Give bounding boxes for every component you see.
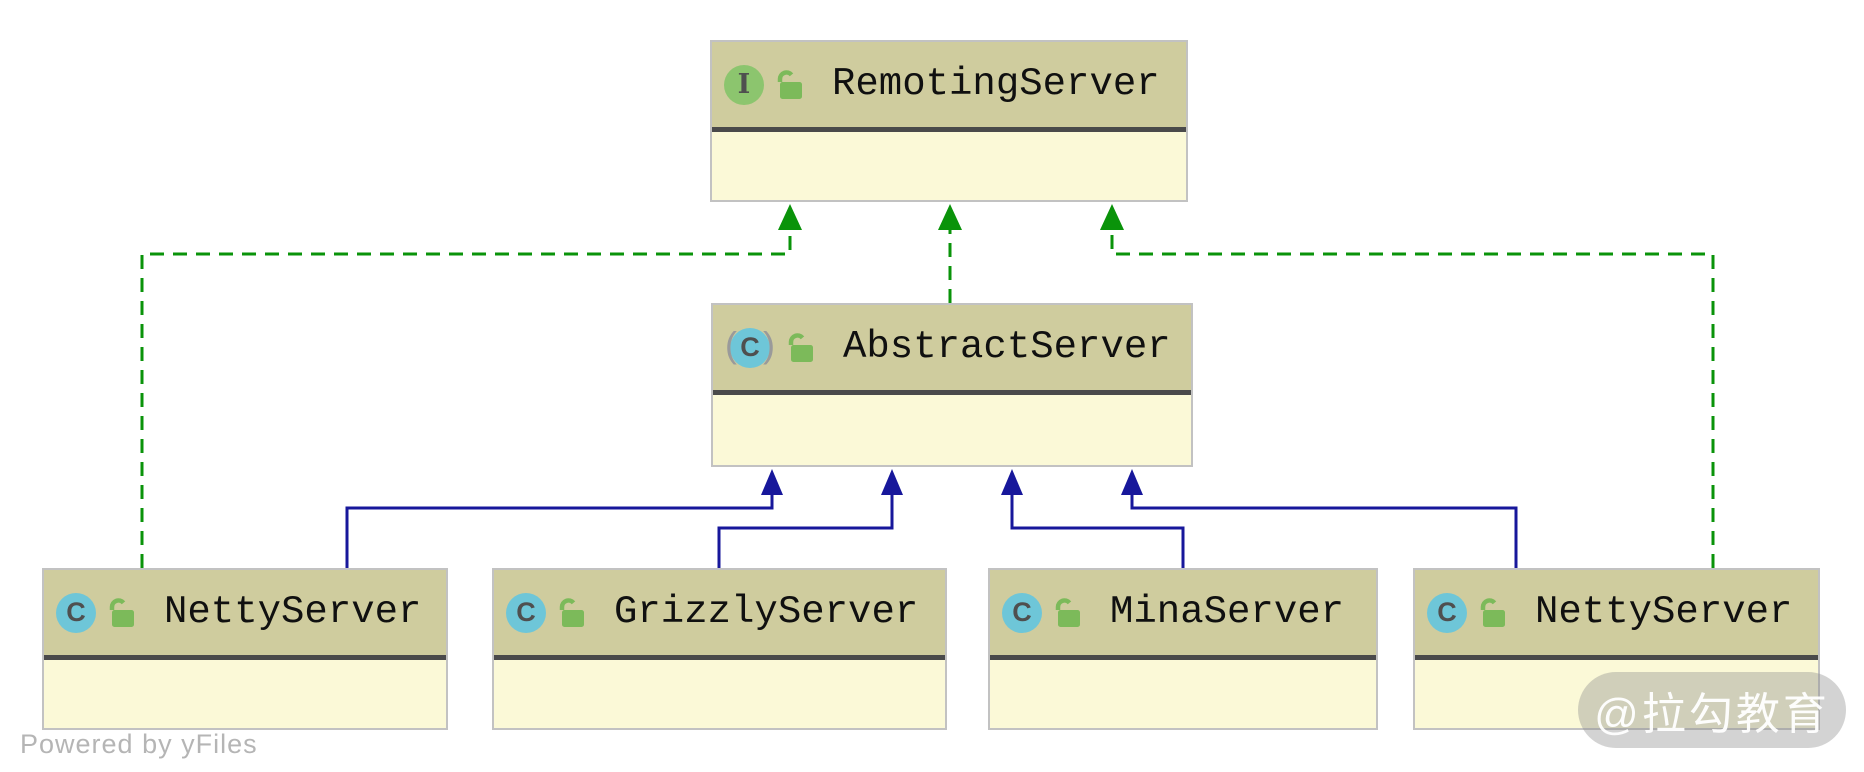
implements-arrowhead bbox=[938, 204, 962, 230]
edge-extends-nettyserver-right-to-abstractserver[interactable] bbox=[1121, 469, 1518, 568]
class-node-grizzly-server[interactable]: C GrizzlyServer bbox=[492, 568, 947, 730]
node-header: I RemotingServer bbox=[712, 42, 1186, 132]
node-header: C GrizzlyServer bbox=[494, 570, 945, 660]
extends-arrowhead bbox=[761, 469, 783, 495]
class-name: AbstractServer bbox=[843, 325, 1171, 369]
unlocked-icon bbox=[774, 69, 804, 101]
class-icon: C bbox=[506, 592, 546, 633]
class-node-mina-server[interactable]: C MinaServer bbox=[988, 568, 1378, 730]
class-icon: C bbox=[56, 592, 96, 633]
edge-implements-abstractserver-to-remotingserver[interactable] bbox=[938, 204, 962, 303]
unlocked-icon bbox=[556, 597, 586, 629]
edge-extends-nettyserver-left-to-abstractserver[interactable] bbox=[345, 469, 783, 568]
node-header: C NettyServer bbox=[44, 570, 446, 660]
class-node-netty-server-right[interactable]: C NettyServer bbox=[1413, 568, 1820, 730]
unlocked-icon bbox=[1477, 597, 1507, 629]
class-node-netty-server-left[interactable]: C NettyServer bbox=[42, 568, 448, 730]
class-name: NettyServer bbox=[164, 590, 422, 634]
node-header: C AbstractServer bbox=[713, 305, 1191, 395]
class-icon: C bbox=[1002, 592, 1042, 633]
class-icon: C bbox=[1427, 592, 1467, 633]
class-name: MinaServer bbox=[1110, 590, 1345, 634]
implements-arrowhead bbox=[1100, 204, 1124, 230]
extends-arrowhead bbox=[1001, 469, 1023, 495]
class-node-abstract-server[interactable]: C AbstractServer bbox=[711, 303, 1193, 467]
class-node-remoting-server[interactable]: I RemotingServer bbox=[710, 40, 1188, 202]
class-name: GrizzlyServer bbox=[614, 590, 919, 634]
unlocked-icon bbox=[106, 597, 136, 629]
extends-arrowhead bbox=[881, 469, 903, 495]
class-icon: C bbox=[730, 327, 770, 368]
node-header: C NettyServer bbox=[1415, 570, 1818, 660]
node-header: C MinaServer bbox=[990, 570, 1376, 660]
edge-implements-nettyserver-left-to-remotingserver[interactable] bbox=[140, 204, 802, 568]
powered-by-yfiles-watermark: Powered by yFiles bbox=[20, 729, 258, 759]
edge-extends-minaserver-to-abstractserver[interactable] bbox=[1001, 469, 1185, 568]
interface-icon: I bbox=[724, 64, 764, 105]
abstract-class-icon: C bbox=[725, 327, 775, 368]
class-name: NettyServer bbox=[1535, 590, 1793, 634]
implements-arrowhead bbox=[778, 204, 802, 230]
unlocked-icon bbox=[1052, 597, 1082, 629]
edge-implements-nettyserver-right-to-remotingserver[interactable] bbox=[1100, 204, 1715, 568]
lagou-education-watermark: @拉勾教育 bbox=[1578, 672, 1846, 748]
unlocked-icon bbox=[785, 332, 815, 364]
class-name: RemotingServer bbox=[832, 62, 1160, 106]
edge-extends-grizzlyserver-to-abstractserver[interactable] bbox=[717, 469, 903, 568]
extends-arrowhead bbox=[1121, 469, 1143, 495]
